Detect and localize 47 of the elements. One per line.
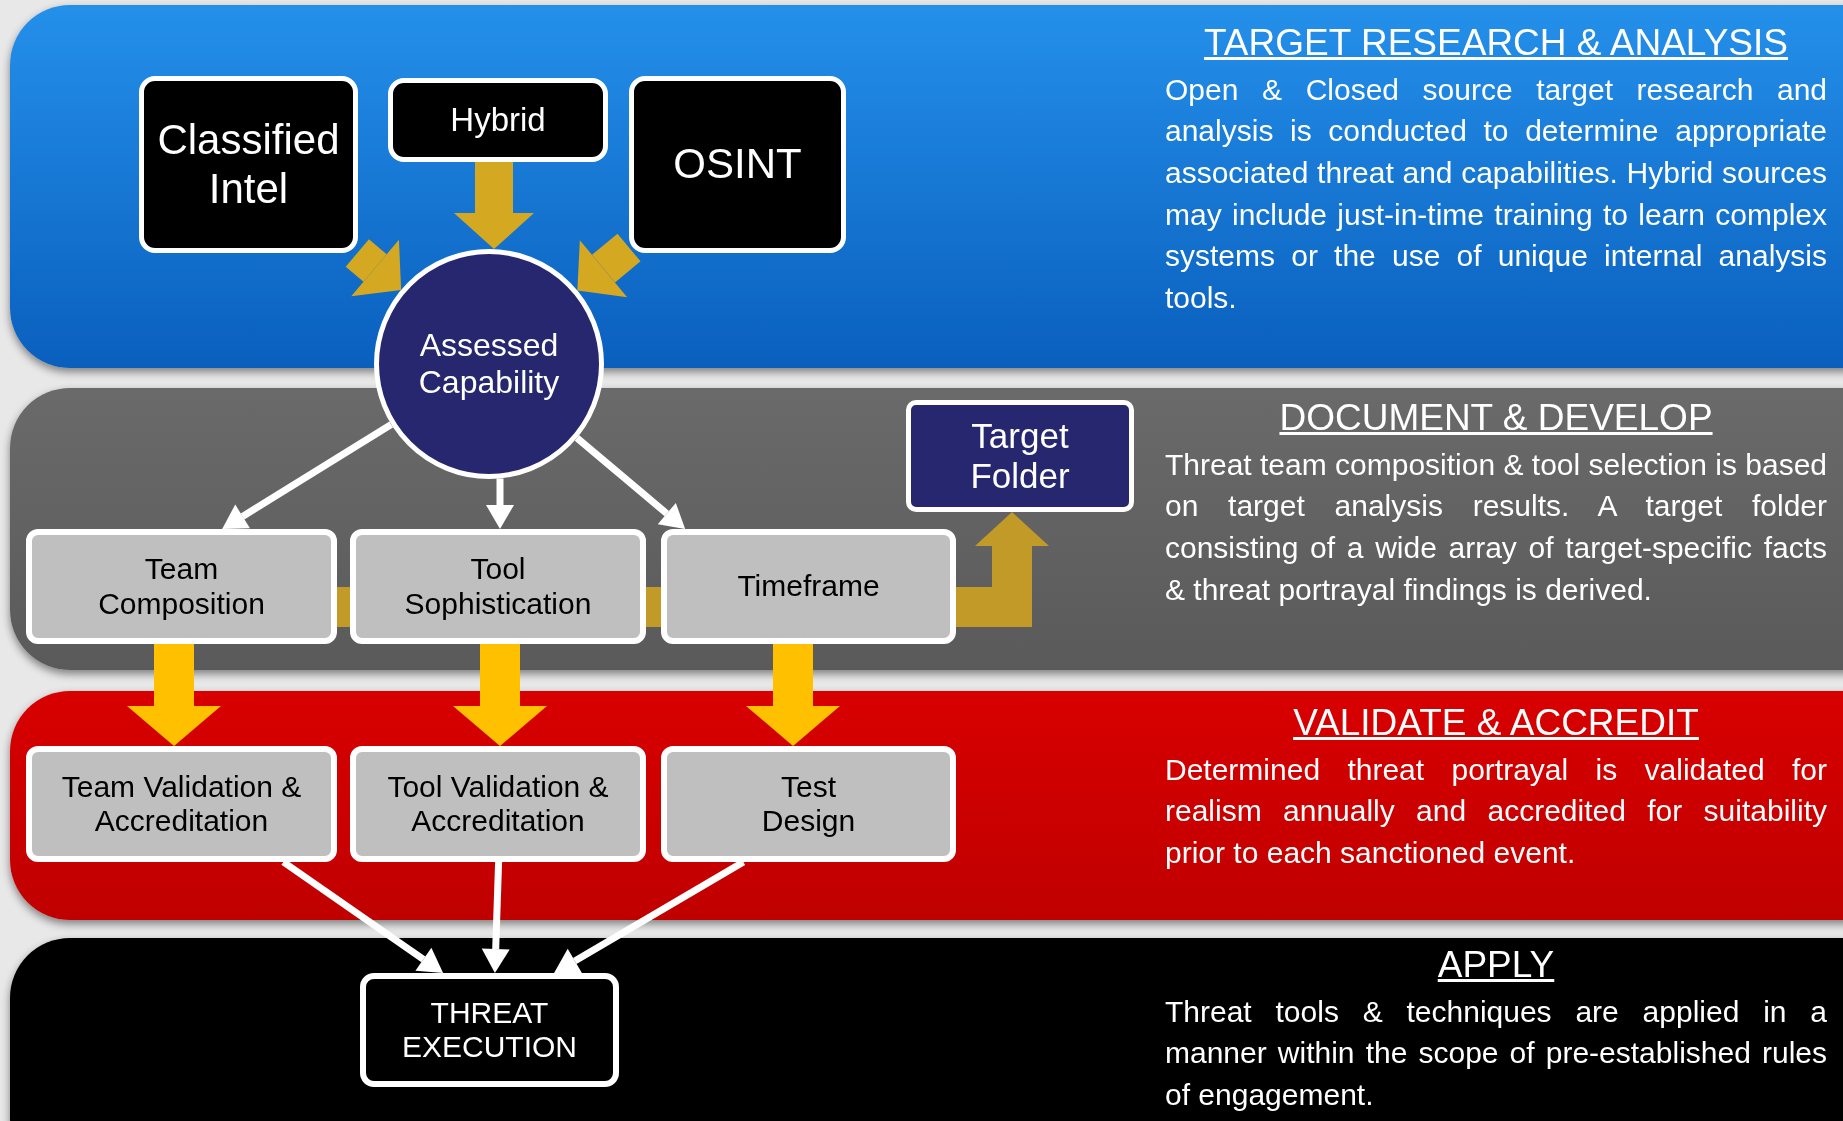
process-box (350, 746, 646, 862)
source-box (139, 76, 358, 253)
arrow (577, 233, 641, 298)
arrow (281, 859, 444, 973)
arrow (453, 644, 547, 746)
node-label: Team Validation & Accreditation (60, 769, 303, 839)
node-label: Hybrid (450, 101, 546, 139)
arrow (222, 421, 394, 529)
section-heading: DOCUMENT & DEVELOP (1278, 398, 1714, 439)
node-label: Tool Sophistication (403, 552, 593, 621)
section-heading: TARGET RESEARCH & ANALYSIS (1203, 23, 1789, 64)
arrow (554, 859, 746, 974)
process-box (26, 529, 337, 644)
section-heading: VALIDATE & ACCREDIT (1292, 703, 1700, 744)
process-box (350, 529, 646, 644)
execution-box (360, 973, 619, 1087)
source-box (629, 76, 846, 253)
arrow (345, 239, 402, 297)
node-label: Team Composition (97, 552, 266, 621)
section-band (10, 938, 1843, 1121)
process-box (661, 746, 956, 862)
node-label: Test Design (760, 769, 857, 839)
arrow (486, 478, 514, 529)
node-label: Tool Validation & Accreditation (386, 769, 610, 839)
arrow (746, 644, 840, 746)
node-label: OSINT (673, 140, 802, 189)
node-label: Target Folder (969, 415, 1071, 497)
process-box (906, 400, 1134, 512)
section-description: Threat team composition & tool selection is based on target analysis results. A target folder consisting of a wide array of target-specific facts & threat portrayal findings is derived. (1165, 446, 1827, 608)
section-band (10, 5, 1843, 368)
arrow (481, 861, 510, 973)
section-description: Determined threat portrayal is validated for realism annually and accredited for suitability prior to each sanctioned event. (1165, 751, 1827, 872)
node-label: Classified Intel (156, 116, 341, 213)
node-label: THREAT EXECUTION (401, 995, 578, 1065)
section-description: Open & Closed source target research and analysis is conducted to determine appropriate associated threat and capabilities. Hybrid sources may include just-in-time training to learn complex systems or the use of unique internal analysis tools. (1165, 71, 1827, 317)
arrow (454, 162, 534, 250)
source-box (388, 78, 608, 162)
arrow (127, 644, 221, 746)
process-box (26, 746, 337, 862)
arrow (574, 435, 686, 530)
section-heading: APPLY (1436, 945, 1556, 986)
arrow (956, 512, 1049, 627)
node-label: Timeframe (737, 569, 880, 604)
section-band (10, 691, 1843, 920)
process-box (661, 529, 956, 644)
node-label: Assessed Capability (417, 327, 561, 401)
section-description: Threat tools & techniques are applied in a manner within the scope of pre-established rules of engagement. (1165, 993, 1827, 1114)
